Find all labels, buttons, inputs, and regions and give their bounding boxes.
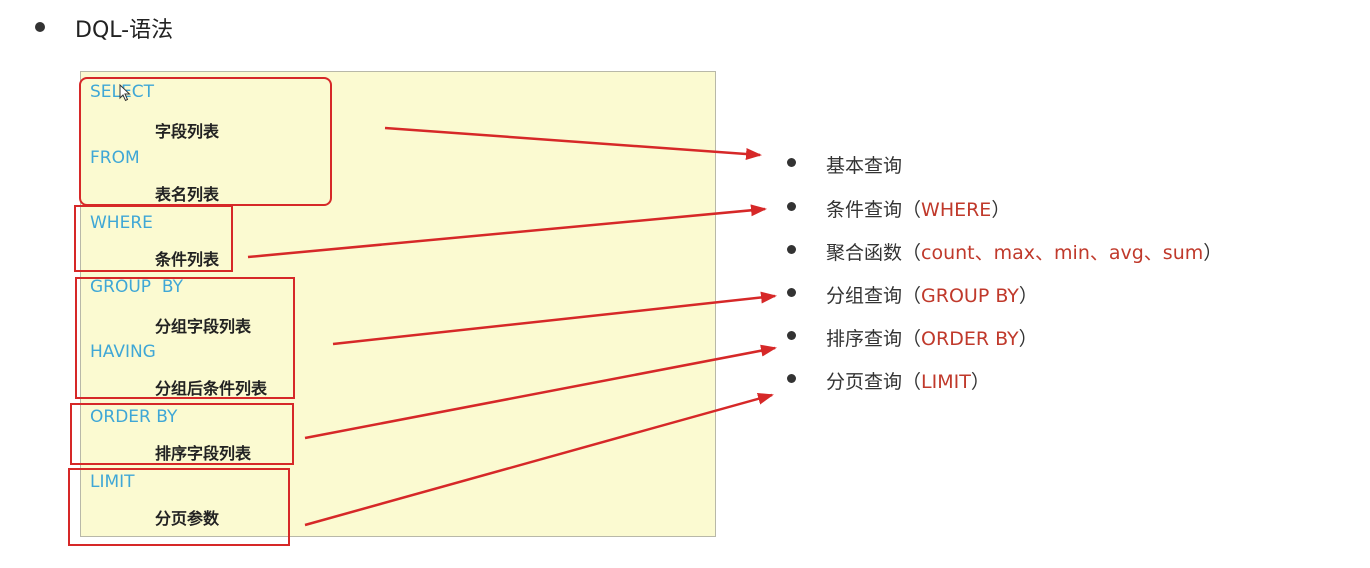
having-keyword: HAVING xyxy=(90,342,156,362)
limit-highlight xyxy=(68,468,290,546)
feature-bullet xyxy=(787,245,796,254)
sql-syntax-box xyxy=(80,71,716,537)
arrow-basic-query xyxy=(384,126,762,160)
feature-detail: GROUP BY xyxy=(921,285,1019,307)
limit-params: 分页参数 xyxy=(155,509,220,528)
close-paren: ） xyxy=(970,371,990,393)
feature-bullet xyxy=(787,288,796,297)
feature-label: 排序查询 xyxy=(826,328,903,350)
select-fields: 字段列表 xyxy=(155,122,220,141)
group-by-keyword: GROUP BY xyxy=(90,277,183,297)
arrow-limit xyxy=(304,392,774,527)
limit-keyword: LIMIT xyxy=(90,472,135,492)
title-bullet xyxy=(35,22,45,32)
feature-item-order-by: 排序查询（ORDER BY） xyxy=(826,324,1038,351)
feature-bullet xyxy=(787,202,796,211)
open-paren: （ xyxy=(902,328,922,350)
where-highlight xyxy=(74,205,233,272)
feature-detail: WHERE xyxy=(921,199,992,221)
open-paren: （ xyxy=(902,285,922,307)
feature-detail: ORDER BY xyxy=(921,328,1019,350)
close-paren: ） xyxy=(1018,285,1038,307)
order-by-fields: 排序字段列表 xyxy=(155,444,252,463)
where-conditions: 条件列表 xyxy=(155,250,220,269)
from-tables: 表名列表 xyxy=(155,185,220,204)
group-by-fields: 分组字段列表 xyxy=(155,317,252,336)
mouse-cursor-icon xyxy=(119,84,131,102)
feature-detail: LIMIT xyxy=(921,371,971,393)
feature-label: 分页查询 xyxy=(826,371,903,393)
open-paren: （ xyxy=(902,199,922,221)
feature-bullet xyxy=(787,374,796,383)
feature-bullet xyxy=(787,331,796,340)
feature-item-group-by: 分组查询（GROUP BY） xyxy=(826,281,1038,308)
feature-bullet xyxy=(787,158,796,167)
feature-detail: count、max、min、avg、sum xyxy=(921,242,1204,264)
arrow-group-by xyxy=(332,291,777,346)
page-title: DQL-语法 xyxy=(75,18,174,43)
feature-label: 聚合函数 xyxy=(826,242,903,264)
close-paren: ） xyxy=(1203,242,1223,264)
order-by-highlight xyxy=(70,403,294,465)
arrow-order-by xyxy=(304,344,777,440)
feature-label: 分组查询 xyxy=(826,285,903,307)
where-keyword: WHERE xyxy=(90,213,153,233)
feature-item-where: 条件查询（WHERE） xyxy=(826,195,1010,222)
open-paren: （ xyxy=(902,242,922,264)
feature-label: 基本查询 xyxy=(826,155,903,177)
order-by-keyword: ORDER BY xyxy=(90,407,178,427)
group-having-highlight xyxy=(75,277,295,399)
feature-label: 条件查询 xyxy=(826,199,903,221)
feature-item-limit: 分页查询（LIMIT） xyxy=(826,367,990,394)
from-keyword: FROM xyxy=(90,148,140,168)
close-paren: ） xyxy=(991,199,1011,221)
arrow-where xyxy=(247,204,767,259)
open-paren: （ xyxy=(902,371,922,393)
close-paren: ） xyxy=(1018,328,1038,350)
feature-item-basic-query: 基本查询 xyxy=(826,151,902,178)
feature-item-aggregate: 聚合函数（count、max、min、avg、sum） xyxy=(826,238,1222,265)
having-conditions: 分组后条件列表 xyxy=(155,379,268,398)
